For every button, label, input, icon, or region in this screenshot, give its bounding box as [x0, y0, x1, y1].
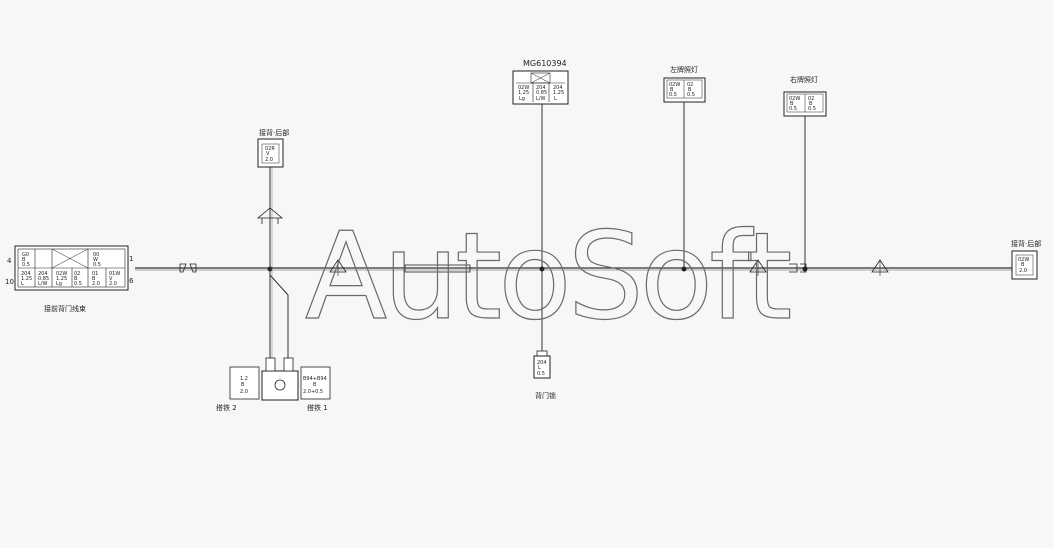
svg-text:B: B: [74, 276, 78, 282]
ground-2-spec-box: 1.2 B 2.0: [229, 366, 260, 400]
junction-node-center: [539, 266, 545, 272]
svg-text:02W: 02W: [789, 96, 800, 102]
svg-text:0.5: 0.5: [74, 281, 82, 287]
svg-text:0.85: 0.85: [536, 90, 547, 96]
svg-text:01: 01: [92, 271, 98, 277]
left-pin-1: 1: [129, 255, 133, 263]
right-connector-label: 接背·后部: [1011, 239, 1041, 248]
svg-text:204: 204: [21, 271, 31, 277]
svg-text:02W: 02W: [1018, 257, 1029, 263]
svg-text:0.5: 0.5: [22, 262, 30, 268]
svg-text:02W: 02W: [56, 271, 67, 277]
left-pin-4: 4: [7, 257, 12, 265]
harness-clip-3: [871, 259, 889, 276]
left-pin-10: 10: [5, 278, 14, 286]
svg-text:0.5: 0.5: [808, 106, 816, 112]
svg-text:0.5: 0.5: [687, 92, 695, 98]
svg-text:L: L: [21, 281, 24, 287]
svg-text:02: 02: [808, 96, 814, 102]
svg-text:02W: 02W: [669, 82, 680, 88]
svg-text:2.0: 2.0: [265, 157, 273, 163]
harness-clip-1: [329, 259, 347, 276]
svg-text:L/W: L/W: [38, 281, 47, 287]
svg-text:1.25: 1.25: [21, 276, 32, 282]
svg-text:02W: 02W: [518, 85, 529, 91]
junction-node-left-lamp: [681, 266, 687, 272]
svg-text:2.0: 2.0: [1019, 268, 1027, 274]
svg-text:0.5: 0.5: [537, 371, 545, 377]
svg-text:1.2: 1.2: [240, 376, 248, 382]
svg-text:204: 204: [537, 360, 547, 366]
svg-text:00: 00: [93, 252, 99, 258]
watermark: AutoSoft: [305, 208, 790, 347]
svg-text:W: W: [93, 257, 98, 263]
svg-text:B: B: [670, 87, 674, 93]
svg-text:L/W: L/W: [536, 96, 545, 102]
svg-text:B: B: [22, 257, 26, 263]
svg-text:1.25: 1.25: [56, 276, 67, 282]
left-pin-6: 6: [129, 277, 134, 285]
ground-2-label: 搭铁 2: [216, 403, 237, 412]
svg-text:02: 02: [687, 82, 693, 88]
svg-text:L: L: [538, 365, 541, 371]
harness-sleeve: [404, 264, 471, 273]
svg-text:2.0: 2.0: [109, 281, 117, 287]
svg-text:1.25: 1.25: [518, 90, 529, 96]
ground-1-label: 搭铁 1: [307, 403, 328, 412]
junction-node-right-lamp: [802, 266, 808, 272]
svg-text:G0: G0: [22, 252, 29, 258]
top-connector-part-number: MG610394: [523, 59, 567, 68]
svg-text:2.0+0.5: 2.0+0.5: [303, 389, 323, 395]
harness-clip-upper: [256, 207, 284, 224]
right-plate-lamp-label: 右牌照灯: [790, 75, 818, 84]
inline-connector-left: [179, 263, 197, 273]
svg-text:204: 204: [38, 271, 48, 277]
svg-text:Lg: Lg: [519, 96, 525, 102]
svg-text:B94+B94: B94+B94: [303, 376, 327, 382]
upper-left-connector-label: 接背·后部: [259, 128, 289, 137]
svg-text:204: 204: [553, 85, 563, 91]
svg-text:0.5: 0.5: [93, 262, 101, 268]
svg-text:Lg: Lg: [56, 281, 62, 287]
svg-text:02: 02: [74, 271, 80, 277]
svg-text:V: V: [109, 276, 113, 282]
bottom-center-label: 背门锁: [535, 391, 556, 400]
svg-text:B: B: [809, 101, 813, 107]
svg-text:0.5: 0.5: [789, 106, 797, 112]
svg-text:B: B: [688, 87, 692, 93]
svg-text:0.5: 0.5: [669, 92, 677, 98]
svg-text:B: B: [790, 101, 794, 107]
harness-clip-2: [749, 259, 767, 276]
svg-text:2.0: 2.0: [92, 281, 100, 287]
svg-text:L: L: [554, 96, 557, 102]
svg-text:1.25: 1.25: [553, 90, 564, 96]
ground-1-spec-box: B94+B94 B 2.0+0.5: [300, 366, 331, 400]
inline-connector-right: [789, 263, 807, 273]
left-connector-label: 接前背门线束: [44, 304, 86, 313]
svg-text:204: 204: [536, 85, 546, 91]
ground-module: [261, 357, 299, 401]
svg-text:B: B: [1021, 262, 1025, 268]
svg-text:2.0: 2.0: [240, 389, 248, 395]
svg-text:V: V: [266, 151, 270, 157]
svg-text:B: B: [92, 276, 96, 282]
svg-text:0.85: 0.85: [38, 276, 49, 282]
svg-text:B: B: [241, 382, 245, 388]
svg-text:01W: 01W: [109, 271, 120, 277]
svg-text:02R: 02R: [265, 146, 275, 152]
svg-text:B: B: [313, 382, 317, 388]
left-plate-lamp-label: 左牌照灯: [670, 65, 698, 74]
